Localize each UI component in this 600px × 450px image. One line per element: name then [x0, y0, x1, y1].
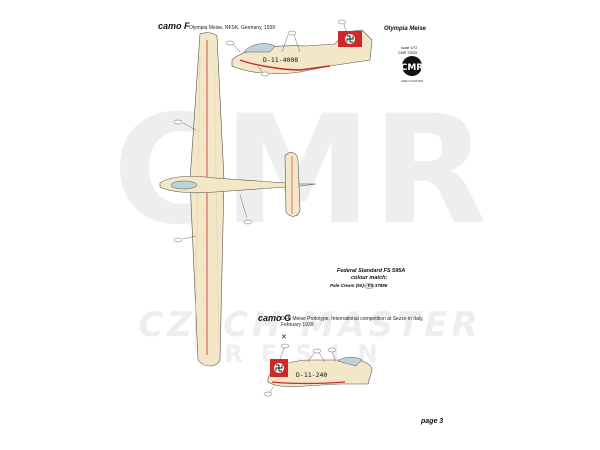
fuselage-side-g — [267, 359, 373, 388]
watermark-letters: CMR — [113, 84, 488, 258]
colour-match-heading2: colour match: — [351, 275, 388, 281]
page-number: page 3 — [421, 418, 444, 425]
glider-top-view — [159, 32, 317, 367]
registration-camo-f: D-11-4008 — [263, 56, 298, 64]
tail-emblem-f — [346, 35, 354, 43]
tail-emblem-g — [275, 364, 283, 372]
canopy-side-f — [243, 43, 276, 53]
logo-letters: CMR — [401, 63, 424, 73]
glider-side-view-camo-g: D-11-240 ✕ — [263, 334, 373, 397]
colour-match-heading1: Federal Standard FS 595A — [337, 268, 406, 274]
small-cross-mark: ✕ — [281, 334, 287, 341]
fuselage-top — [159, 176, 317, 194]
camo-g-caption-line2: February 1939 — [281, 322, 314, 328]
watermark-line1: CZECH MASTER — [138, 305, 481, 345]
camo-f-caption: Olympia Meise, NFSK, Germany, 1939 — [189, 25, 276, 31]
colour-match-line: Pale Cream (50) - FS 37886 — [330, 283, 388, 288]
glider-side-view-camo-f: D-11-4008 — [225, 19, 373, 77]
logo-subtitle: CZECH MASTER — [401, 79, 423, 83]
registration-camo-g: D-11-240 — [296, 371, 327, 379]
model-name: Olympia Meise — [384, 26, 427, 32]
model-code: CMR 72029 — [398, 51, 418, 55]
tailplane-top — [284, 152, 301, 217]
model-scale: scale 1/72 — [401, 46, 418, 50]
camo-g-title: camo G — [258, 313, 292, 323]
camo-f-title: camo F — [158, 21, 190, 31]
canopy-top — [170, 180, 198, 190]
canopy-side-g — [337, 356, 363, 367]
brand-logo: CMR CZECH MASTER — [401, 56, 424, 83]
colour-swatch-pale-cream — [363, 283, 375, 289]
camo-g-caption-line1: DFS Meise Prototype, International compe… — [281, 316, 424, 322]
